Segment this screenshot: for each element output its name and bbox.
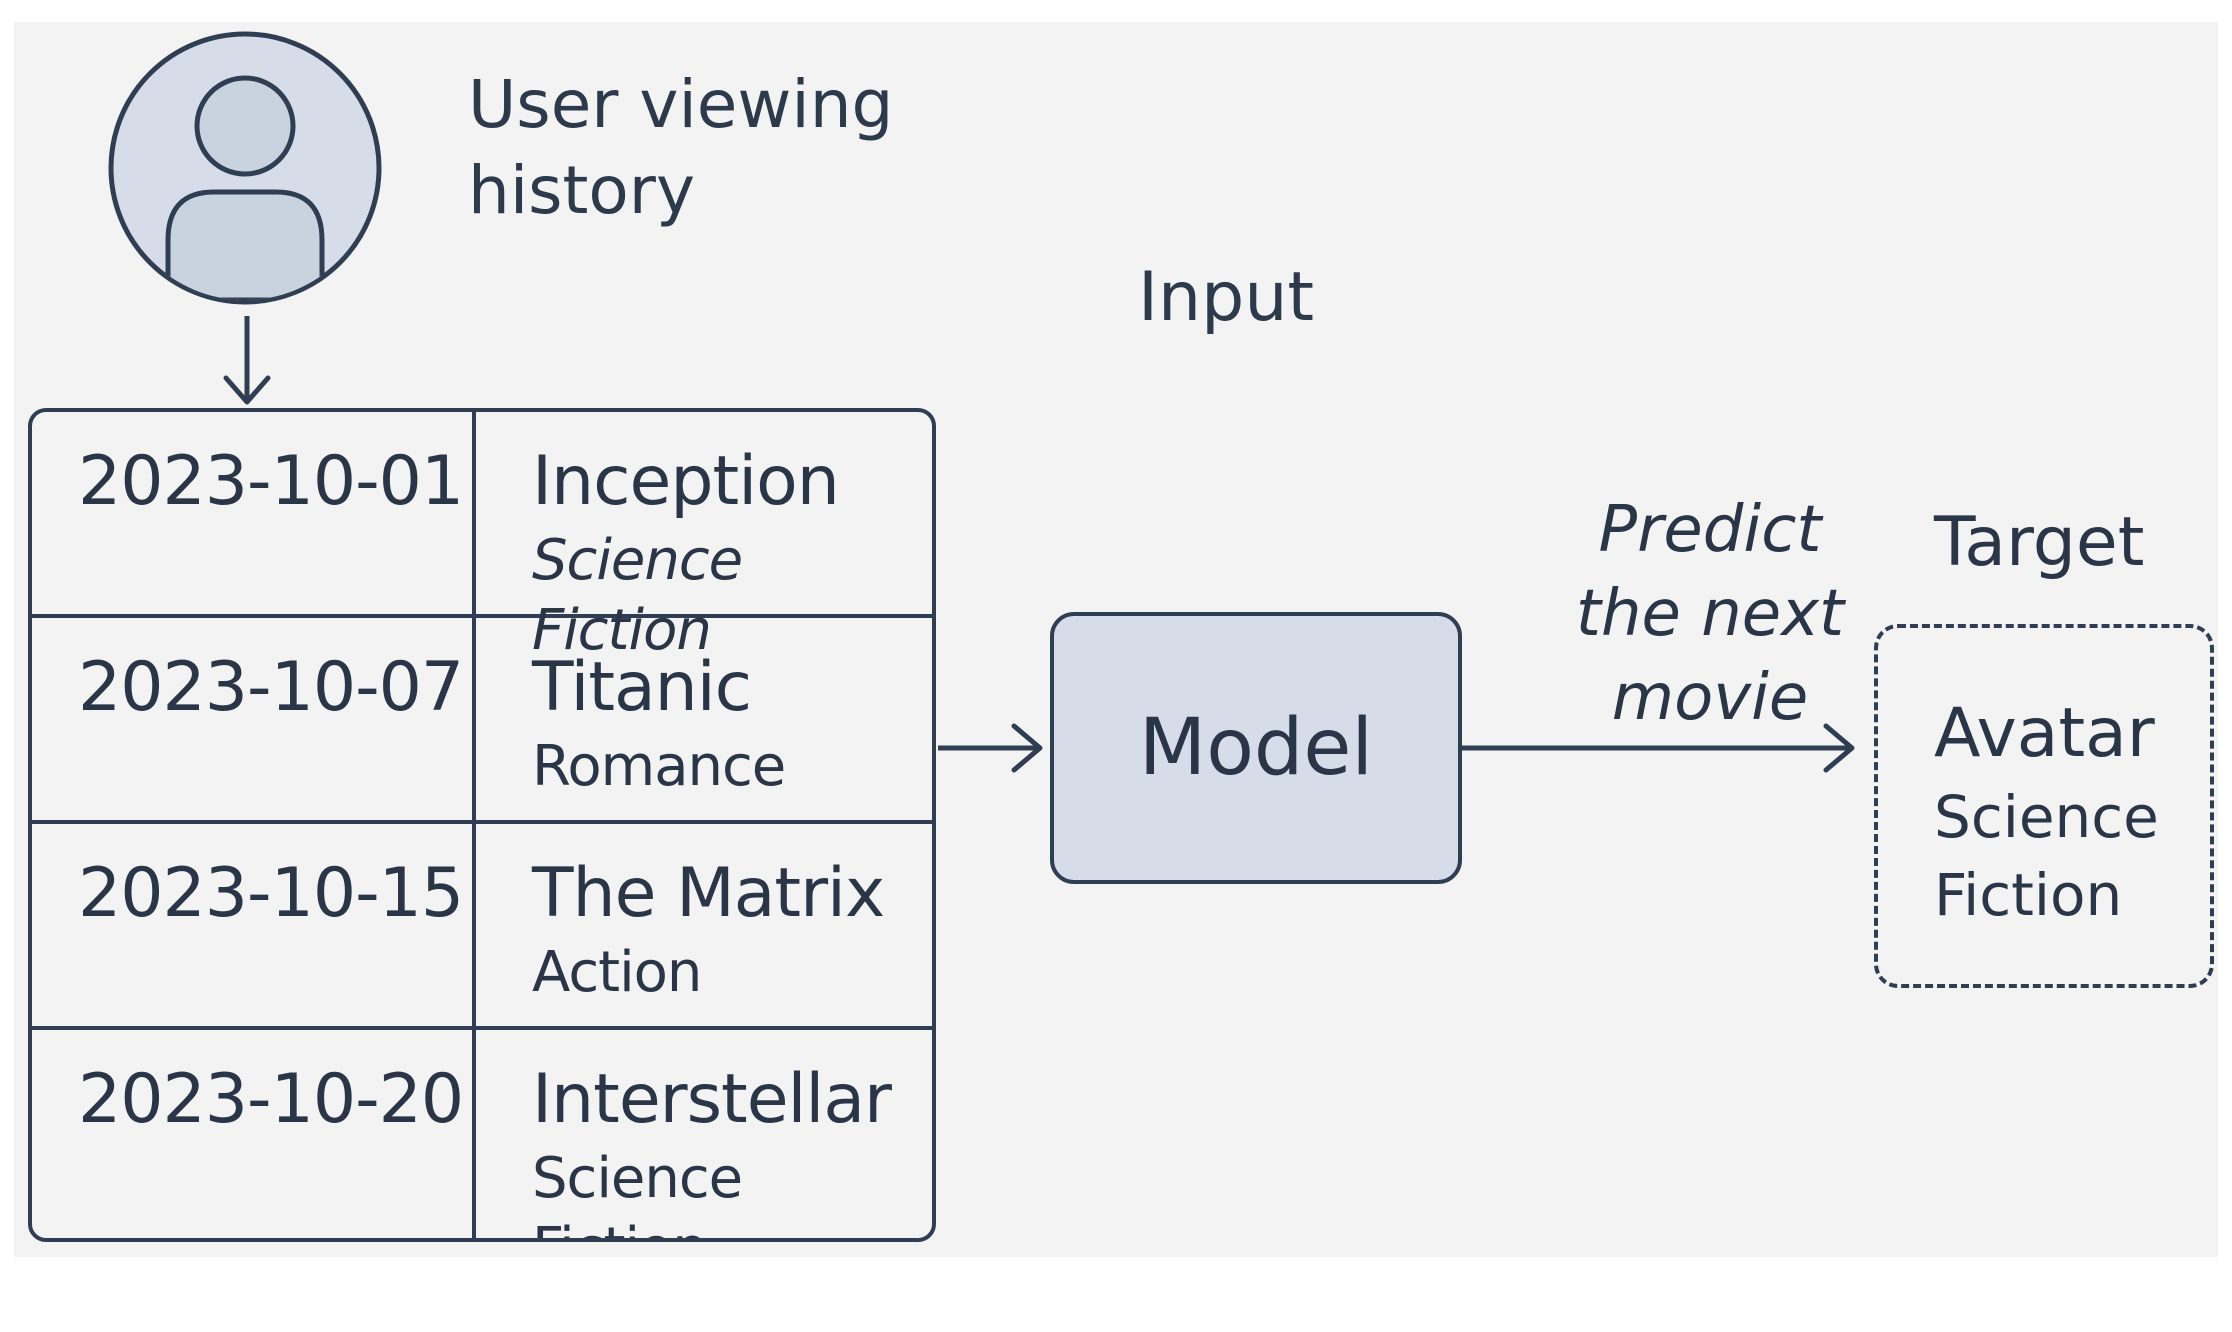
model-box: Model bbox=[1050, 612, 1462, 884]
target-box: Avatar Science Fiction bbox=[1874, 624, 2214, 988]
watch-date: 2023-10-20 bbox=[78, 1060, 464, 1139]
target-movie-genre: Science Fiction bbox=[1934, 783, 2159, 929]
movie-title: The Matrix bbox=[532, 854, 885, 933]
watch-date: 2023-10-07 bbox=[78, 648, 464, 727]
target-movie-title: Avatar bbox=[1934, 694, 2155, 773]
movie-genre: Action bbox=[532, 940, 702, 1005]
movie-title: Titanic bbox=[532, 648, 752, 727]
input-label: Input bbox=[1138, 258, 1315, 337]
table-to-model-arrow bbox=[938, 723, 1043, 773]
viewing-history-table: 2023-10-01 Inception Science Fiction 202… bbox=[28, 408, 936, 1242]
target-label: Target bbox=[1934, 503, 2145, 582]
column-divider bbox=[472, 412, 476, 1238]
predict-next-movie-label: Predict the next movie bbox=[1575, 493, 1845, 735]
table-row: 2023-10-20 Interstellar Science Fiction bbox=[32, 1030, 932, 1238]
watch-date: 2023-10-15 bbox=[78, 854, 464, 933]
table-row: 2023-10-07 Titanic Romance bbox=[32, 618, 932, 824]
movie-genre: Science Fiction bbox=[532, 528, 743, 663]
table-row: 2023-10-15 The Matrix Action bbox=[32, 824, 932, 1030]
model-label: Model bbox=[1138, 703, 1374, 793]
user-history-label: User viewing history bbox=[468, 66, 894, 229]
down-arrow-icon bbox=[223, 316, 271, 405]
watch-date: 2023-10-01 bbox=[78, 442, 464, 521]
movie-genre: Romance bbox=[532, 734, 786, 799]
model-to-target-arrow bbox=[1462, 723, 1855, 773]
movie-title: Interstellar bbox=[532, 1060, 892, 1139]
user-avatar-icon bbox=[108, 31, 382, 305]
movie-genre: Science Fiction bbox=[532, 1146, 743, 1238]
movie-title: Inception bbox=[532, 442, 840, 521]
table-row: 2023-10-01 Inception Science Fiction bbox=[32, 412, 932, 663]
